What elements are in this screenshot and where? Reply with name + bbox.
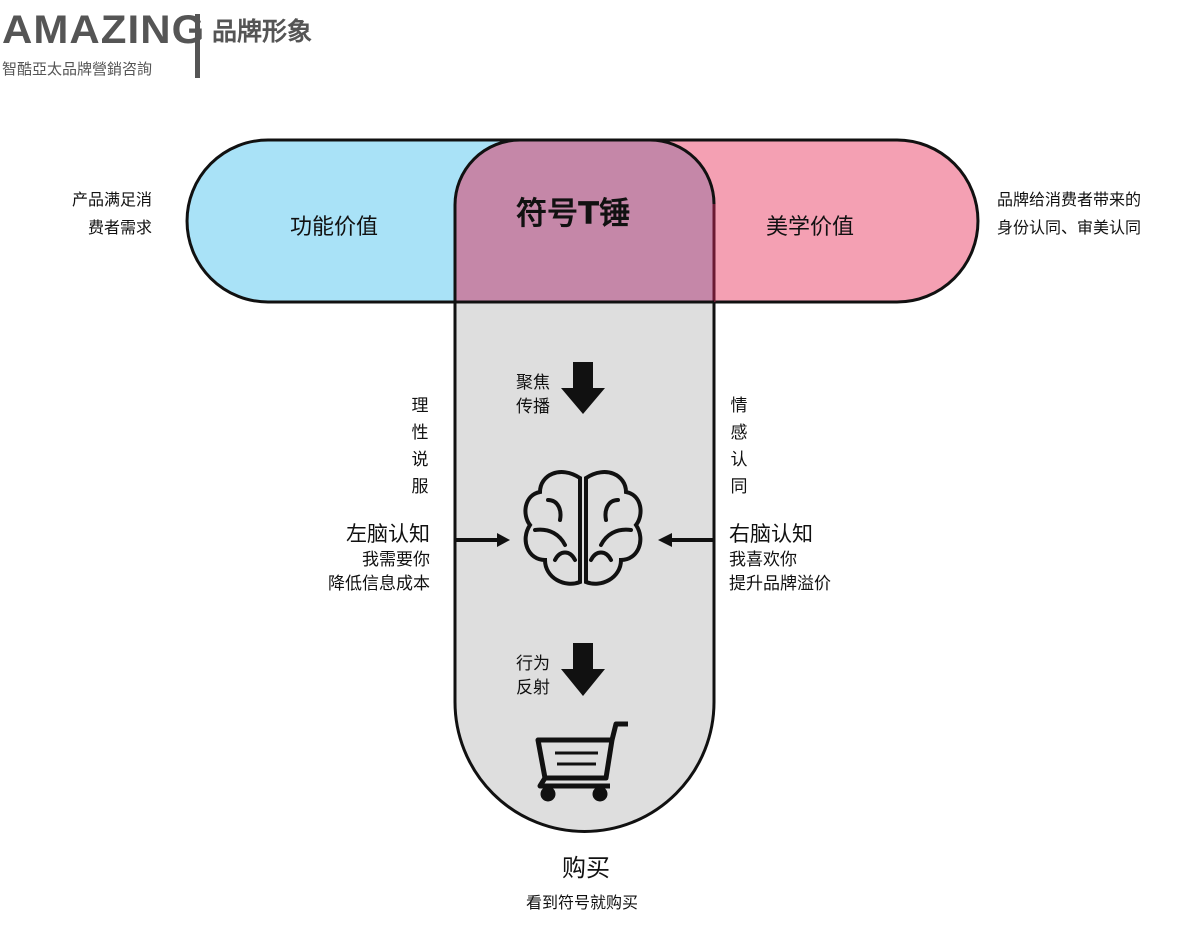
purchase-caption: 看到符号就购买 xyxy=(526,893,639,912)
right-note: 品牌给消费者带来的身份认同、审美认同 xyxy=(997,190,1142,237)
purchase-title: 购买 xyxy=(562,854,610,882)
focus-label: 聚焦传播 xyxy=(516,373,550,417)
emotional-identity-label: 情感认同 xyxy=(730,396,748,497)
logo: AMAZING xyxy=(2,8,206,52)
aesthetic-value-label: 美学价值 xyxy=(766,215,855,240)
down-arrow-icon xyxy=(561,362,605,414)
down-arrow-icon xyxy=(561,643,605,696)
right-arrow xyxy=(658,533,714,547)
shopping-cart-icon xyxy=(535,721,628,802)
left-arrow xyxy=(454,533,510,547)
symbol-hammer-label: 符号T锤 xyxy=(516,196,631,232)
symbol-hammer-head xyxy=(453,138,716,304)
left-note: 产品满足消费者需求 xyxy=(71,190,152,237)
function-value-label: 功能价值 xyxy=(290,215,379,240)
header-divider xyxy=(195,14,200,78)
right-brain-block: 右脑认知 我喜欢你 提升品牌溢价 xyxy=(729,522,831,594)
left-brain-block: 左脑认知 我需要你 降低信息成本 xyxy=(328,522,430,594)
brain-icon xyxy=(523,470,643,586)
reflex-label: 行为反射 xyxy=(516,654,550,698)
company-name: 智酷亞太品牌營銷咨詢 xyxy=(2,60,153,78)
page-title: 品牌形象 xyxy=(212,17,313,46)
rational-persuasion-label: 理性说服 xyxy=(411,396,429,497)
